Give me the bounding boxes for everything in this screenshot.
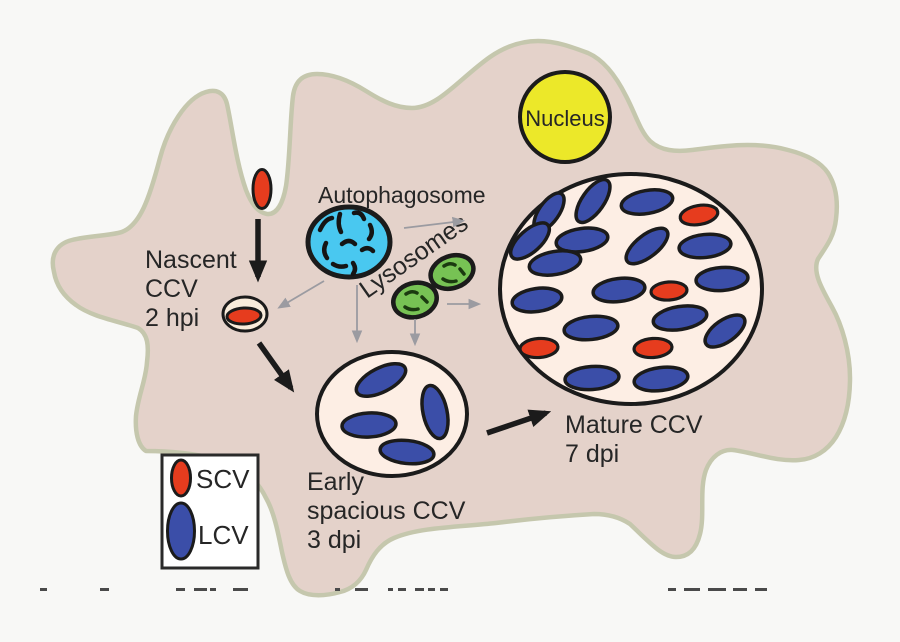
lcv-bacterium: [694, 265, 750, 293]
cropped-caption-fragment: [440, 588, 448, 591]
lcv-bacterium: [624, 226, 670, 266]
autophagosome-cargo-squiggle: [330, 261, 349, 269]
lcv-bacterium: [677, 232, 733, 260]
lcv-bacterium: [619, 188, 675, 216]
lcv-bacterium: [340, 411, 398, 439]
scv-bacterium: [170, 458, 192, 498]
mature-ccv: [498, 172, 764, 406]
arrow-nascent-to-early-ccv: [256, 341, 295, 393]
legend: SCV LCV: [160, 453, 260, 570]
arrow-autophagosome-to-nascent-ccv: [277, 280, 325, 309]
cropped-caption-fragment: [668, 588, 676, 591]
nascent-ccv: [221, 295, 269, 333]
lysosome-enzyme-mark: [441, 277, 458, 284]
cropped-caption-fragment: [388, 588, 393, 591]
lcv-bacterium: [703, 313, 747, 349]
caption-fragments: [40, 588, 767, 591]
scv-bacterium: [251, 168, 273, 210]
lcv-bacterium: [632, 365, 690, 393]
autophagosome-cargo-squiggle: [350, 260, 358, 277]
lcv-bacterium: [354, 361, 408, 399]
lysosome-enzyme-mark: [458, 267, 466, 276]
cropped-caption-fragment: [398, 588, 406, 591]
nucleus-label: Nucleus: [525, 106, 604, 131]
lysosome-enzyme-mark: [442, 261, 457, 268]
lcv-bacterium: [591, 276, 647, 304]
cropped-caption-fragment: [194, 588, 207, 591]
autophagosome-label: Autophagosome: [318, 182, 486, 208]
early-ccv-bacteria: [340, 361, 450, 466]
cropped-caption-fragment: [708, 588, 726, 591]
cropped-caption-fragment: [210, 588, 216, 591]
legend-lcv-label: LCV: [198, 520, 249, 550]
lcv-bacterium: [563, 364, 621, 392]
scv-bacterium: [649, 280, 689, 302]
autophagosome-cargo-squiggle: [339, 238, 358, 247]
autophagosome-cargo-squiggle: [336, 211, 344, 235]
autophagosome: [305, 204, 393, 280]
lysosome-enzyme-mark: [420, 295, 429, 304]
lcv-bacterium: [527, 249, 583, 277]
scv-bacterium: [518, 336, 560, 360]
cropped-caption-fragment: [415, 588, 424, 591]
autophagosome-cargo-squiggle: [317, 215, 335, 233]
free-bacteria: [251, 168, 273, 210]
cropped-caption-fragment: [40, 588, 47, 591]
cropped-caption-fragment: [100, 588, 109, 591]
lcv-bacterium: [166, 501, 196, 561]
mature-ccv-label-line1: Mature CCV: [565, 411, 703, 439]
scv-bacterium: [632, 336, 674, 360]
gray-arrows: [277, 216, 482, 347]
cropped-caption-fragment: [355, 588, 368, 591]
early-ccv-label-line2: spacious CCV: [307, 497, 466, 525]
legend-swatches: [166, 458, 196, 561]
autophagosome-cargo-squiggle: [366, 222, 374, 242]
cropped-caption-fragment: [755, 588, 767, 591]
early-ccv: [315, 350, 469, 478]
arrow-vesicles-to-mature-ccv-upper: [403, 216, 466, 229]
lysosome-enzyme-mark: [404, 289, 419, 296]
early-ccv-label-line3: 3 dpi: [307, 526, 361, 554]
autophagosome-cargo-squiggle: [351, 210, 367, 222]
mature-ccv-label-line2: 7 dpi: [565, 440, 619, 468]
cropped-caption-fragment: [684, 588, 700, 591]
cropped-caption-fragment: [733, 588, 747, 591]
arrow-early-to-mature-ccv: [486, 409, 552, 436]
lysosome-enzyme-mark: [403, 305, 420, 312]
lysosomes: [391, 252, 476, 320]
lcv-bacterium: [574, 177, 612, 225]
nascent-ccv-label-line1: Nascent: [145, 246, 237, 274]
nucleus: [518, 70, 612, 164]
nascent-ccv-bacteria: [225, 306, 263, 326]
cropped-caption-fragment: [428, 588, 435, 591]
scv-bacterium: [225, 306, 263, 326]
lcv-bacterium: [554, 226, 610, 254]
lcv-bacterium: [378, 438, 436, 466]
cropped-caption-fragment: [233, 588, 248, 591]
lcv-bacterium: [508, 221, 552, 261]
nascent-ccv-label-line3: 2 hpi: [145, 304, 199, 332]
early-ccv-label-line1: Early: [307, 468, 364, 496]
nascent-ccv-label-line2: CCV: [145, 275, 198, 303]
cropped-caption-fragment: [176, 588, 185, 591]
legend-scv-label: SCV: [196, 464, 250, 494]
mature-ccv-bacteria: [508, 177, 750, 393]
autophagosome-cargo-squiggle: [322, 240, 330, 261]
autophagosome-cargo-squiggle: [359, 246, 376, 254]
lcv-bacterium: [562, 314, 620, 342]
black-arrows: [248, 219, 552, 436]
cropped-caption-fragment: [335, 588, 340, 591]
lcv-bacterium: [420, 383, 450, 441]
scv-bacterium: [678, 203, 720, 227]
lcv-bacterium: [510, 286, 564, 314]
lcv-bacterium: [651, 304, 709, 332]
